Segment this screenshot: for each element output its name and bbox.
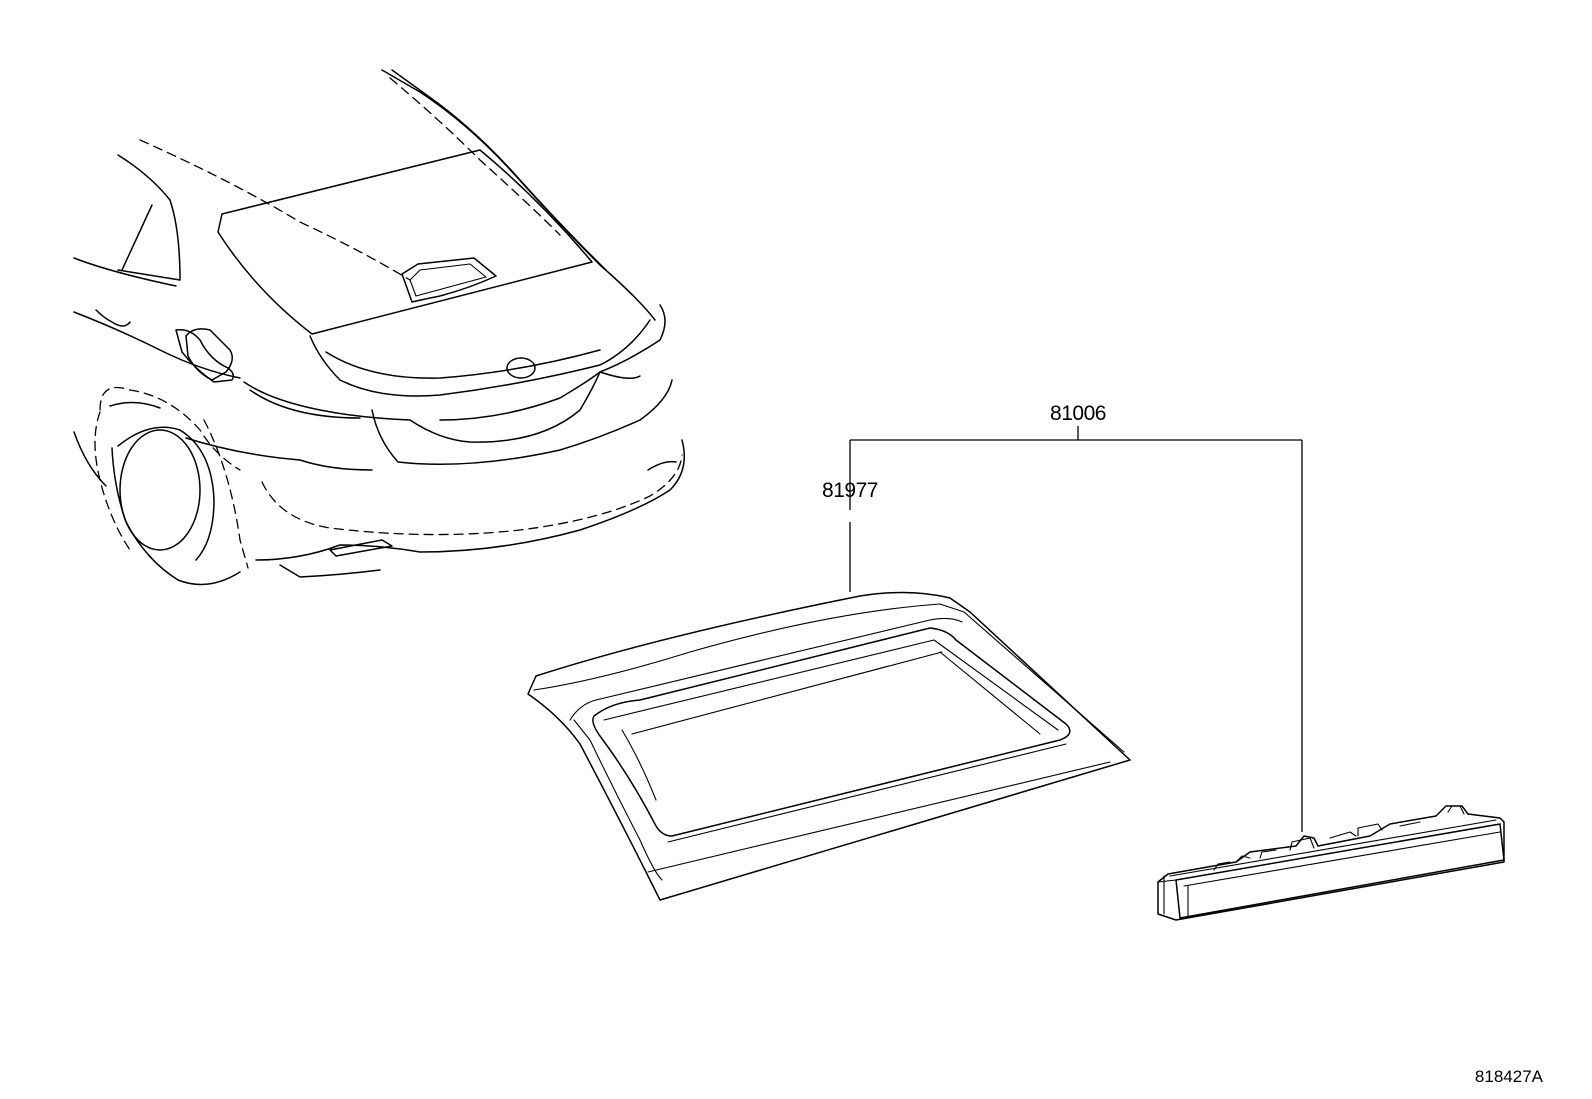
car-rear-illustration (73, 69, 685, 586)
stop-lamp-assembly-part (1157, 805, 1505, 921)
figure-number: 818427A (1475, 1067, 1544, 1086)
part-number-81977: 81977 (822, 479, 878, 502)
part-number-81006: 81006 (1050, 402, 1106, 425)
stop-lamp-cover-part (527, 591, 1131, 901)
leader-lines (849, 426, 1303, 832)
